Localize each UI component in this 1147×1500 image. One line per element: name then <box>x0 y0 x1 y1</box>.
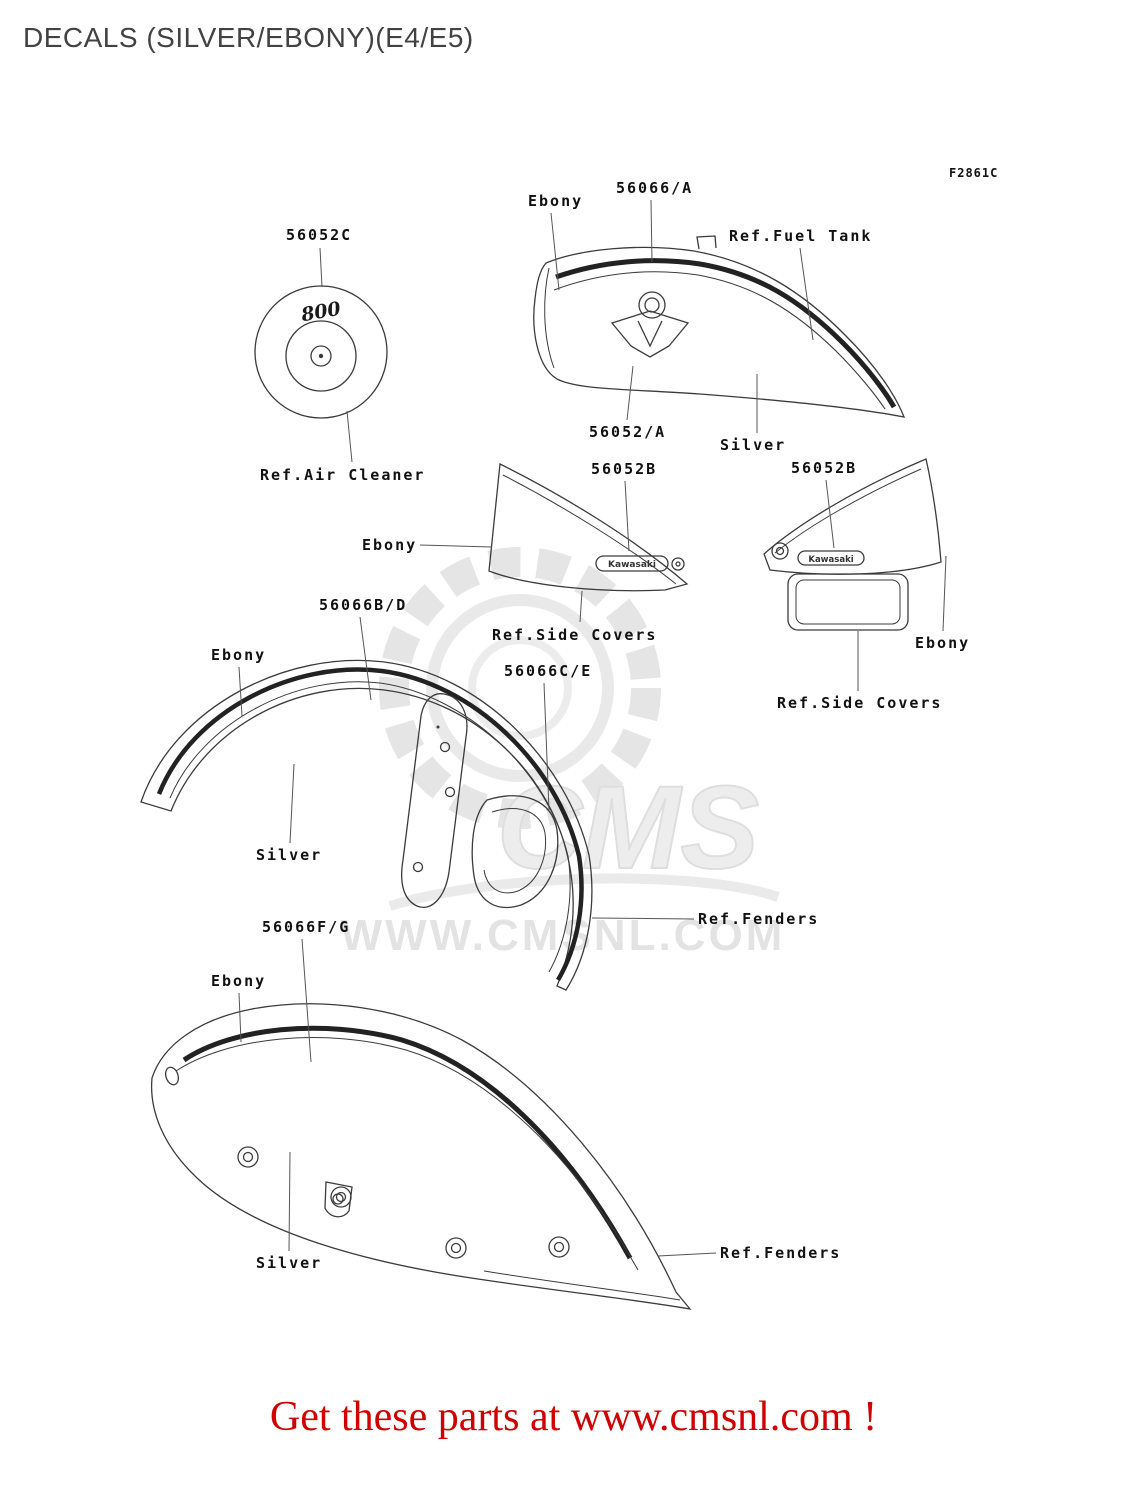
color-label-front-fender-silver: Silver <box>256 846 323 864</box>
part-label-56066bd: 56066B/D <box>319 596 408 614</box>
side-cover-right-drawing: Kawasaki <box>763 458 942 631</box>
diagram-code-label: F2861C <box>949 166 999 180</box>
color-label-tank-ebony: Ebony <box>528 192 584 210</box>
side-cover-left-drawing: Kawasaki <box>488 462 689 592</box>
color-label-tank-silver: Silver <box>720 436 787 454</box>
ref-label-fuel-tank: Ref.Fuel Tank <box>729 227 873 245</box>
part-label-56066fg: 56066F/G <box>262 918 351 936</box>
color-label-rear-fender-ebony: Ebony <box>211 972 267 990</box>
part-label-56066a: 56066/A <box>616 179 694 197</box>
part-label-56052c: 56052C <box>286 226 353 244</box>
watermark-url-text: WWW.CMSNL.COM <box>341 911 786 960</box>
color-label-side-cover-left-ebony: Ebony <box>362 536 418 554</box>
ref-label-air-cleaner: Ref.Air Cleaner <box>260 466 426 484</box>
ref-label-fenders-rear: Ref.Fenders <box>720 1244 842 1262</box>
fuel-tank-drawing <box>533 235 906 418</box>
footer-shop-link[interactable]: Get these parts at www.cmsnl.com ! <box>269 1394 878 1440</box>
color-label-front-fender-ebony: Ebony <box>211 646 267 664</box>
rear-fender-drawing <box>150 1003 692 1310</box>
color-label-rear-fender-silver: Silver <box>256 1254 323 1272</box>
part-label-56066ce: 56066C/E <box>504 662 593 680</box>
ref-label-side-covers-right: Ref.Side Covers <box>777 694 943 712</box>
color-label-side-cover-right-ebony: Ebony <box>915 634 971 652</box>
watermark-brand-text: CMS <box>497 762 759 894</box>
part-label-56052b-left: 56052B <box>591 460 658 478</box>
ref-label-side-covers-left: Ref.Side Covers <box>492 626 658 644</box>
air-cleaner-drawing: 800 <box>254 285 388 419</box>
kawasaki-badge-left: Kawasaki <box>608 560 656 570</box>
ref-label-fenders-front: Ref.Fenders <box>698 910 820 928</box>
watermark: CMS WWW.CMSNL.COM <box>341 547 786 960</box>
page-title: DECALS (SILVER/EBONY)(E4/E5) <box>23 22 474 53</box>
kawasaki-badge-right: Kawasaki <box>808 555 853 565</box>
decal-800-text: 800 <box>299 298 343 327</box>
part-label-56052a: 56052/A <box>589 423 667 441</box>
leader-lines <box>238 199 947 1257</box>
part-label-56052b-right: 56052B <box>791 459 858 477</box>
front-fender-drawing <box>140 659 593 991</box>
